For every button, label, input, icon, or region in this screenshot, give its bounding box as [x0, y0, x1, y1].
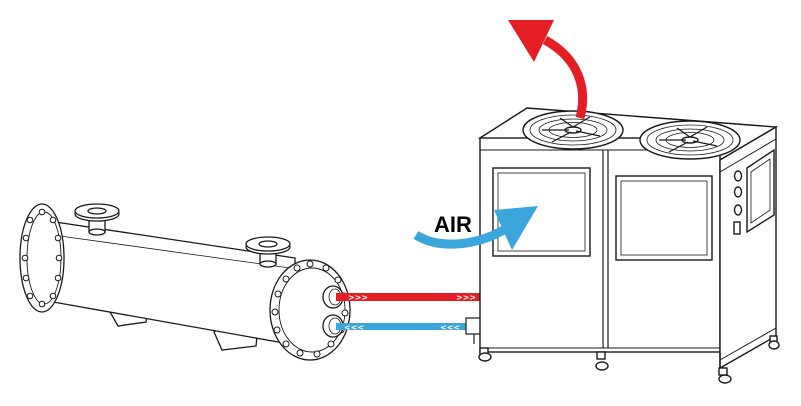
chiller-casters	[478, 335, 780, 384]
hot-line-marker-2: >>>	[456, 293, 476, 302]
curved-arrow-right-icon	[413, 206, 538, 250]
air-cooled-chiller	[477, 107, 780, 384]
exchanger-right-flange	[269, 259, 351, 361]
air-label: AIR	[434, 212, 472, 237]
chiller-control-panel	[733, 148, 775, 235]
curved-arrow-up-icon	[508, 20, 588, 120]
cold-line-marker-2: <<<	[440, 323, 460, 332]
fan-grille-icon	[639, 120, 741, 160]
cold-water-line: <<< <<<	[336, 323, 468, 332]
heat-exchanger	[19, 203, 351, 361]
exchanger-left-flange	[19, 203, 65, 313]
exchanger-top-nozzle-left	[74, 203, 120, 236]
fan-grille-icon	[522, 110, 624, 150]
hot-line-marker-1: >>>	[348, 293, 368, 302]
hot-water-line: >>> >>>	[336, 293, 482, 302]
exchanger-top-nozzle-right	[245, 236, 291, 268]
cold-line-marker-1: <<<	[344, 323, 364, 332]
chiller-pipe-fitting	[465, 317, 483, 344]
